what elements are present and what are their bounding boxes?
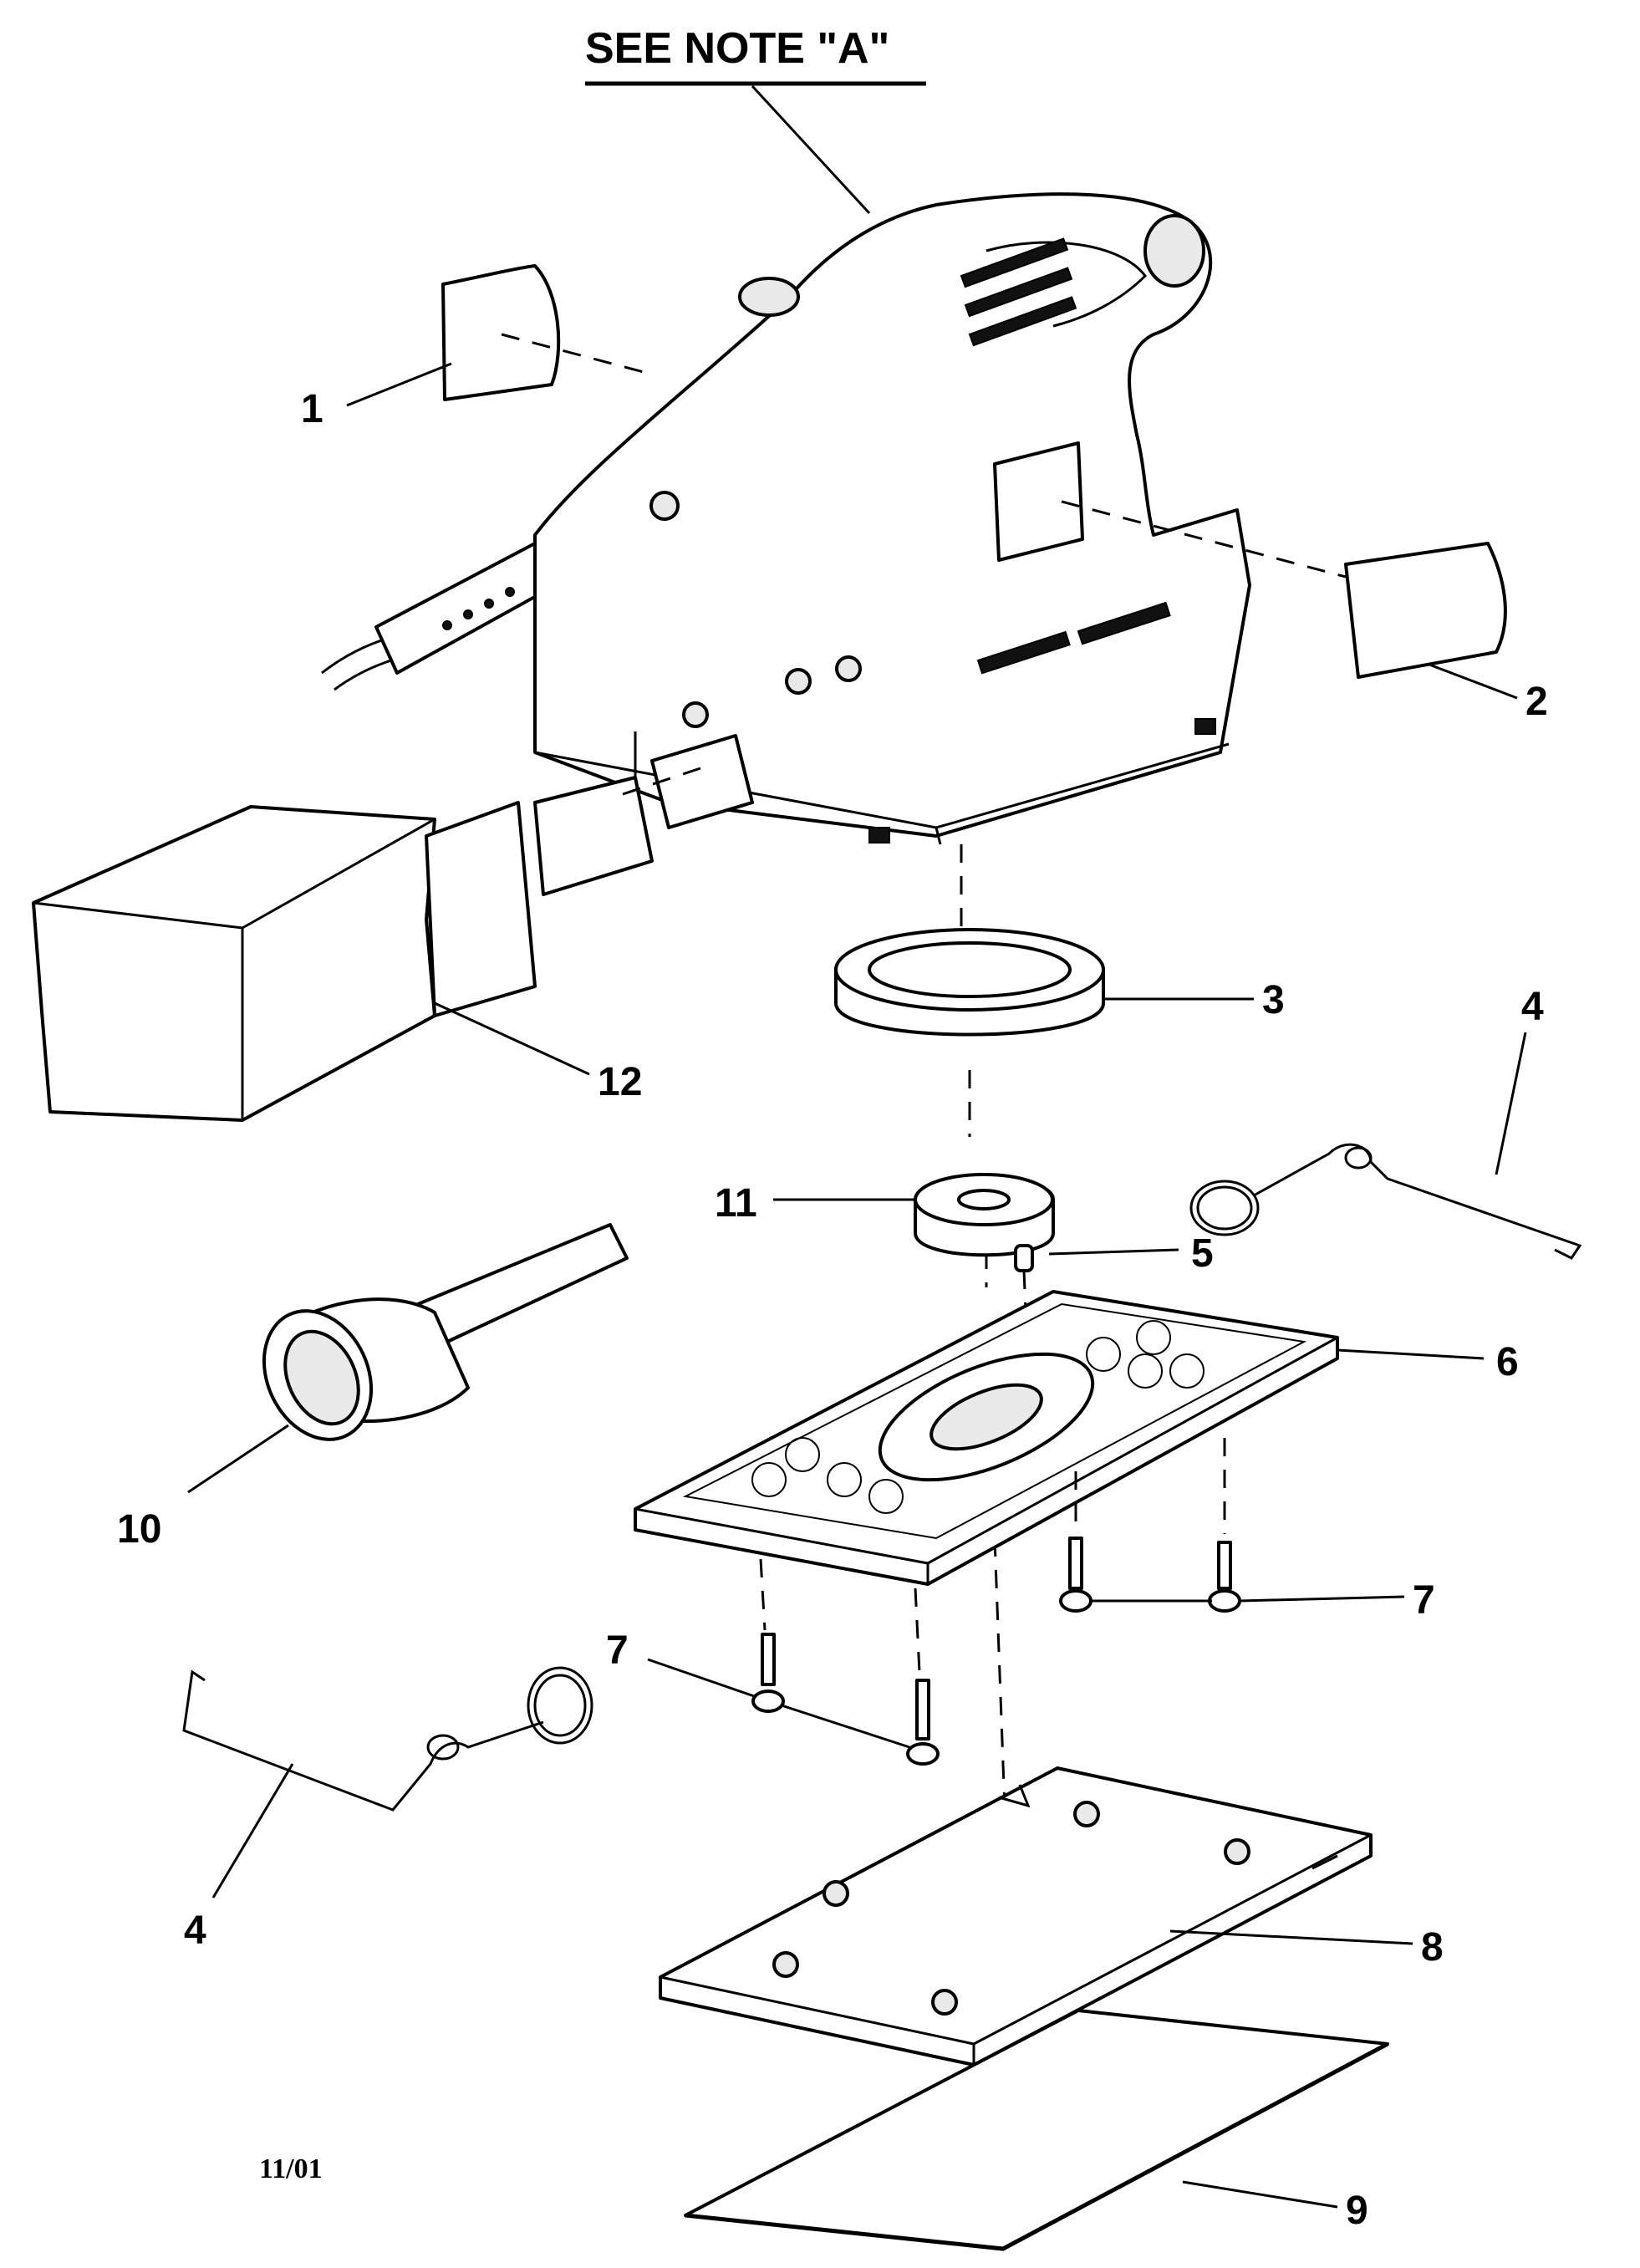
screw-7b	[1208, 1589, 1241, 1613]
part-5-pin: 5	[1014, 1231, 1214, 1372]
callout-7-left: 7	[606, 1628, 629, 1673]
backing-pad	[659, 1766, 1373, 2067]
bag-adapter	[533, 776, 654, 896]
part-4-spring-lower: 4	[182, 1666, 593, 1953]
label-recess-right	[993, 441, 1084, 562]
screw-7a	[1059, 1589, 1092, 1613]
callout-7-right: 7	[1413, 1578, 1435, 1623]
dust-port	[650, 734, 754, 829]
handle-hole	[1143, 214, 1205, 288]
callout-3: 3	[1262, 978, 1285, 1022]
part-7-screws-right: 7	[1059, 1438, 1435, 1623]
part-11-washer: 11	[715, 1173, 1055, 1257]
label-plate-2	[1344, 542, 1507, 679]
callout-1: 1	[301, 387, 323, 431]
callout-11: 11	[715, 1181, 757, 1226]
callout-10: 10	[117, 1507, 161, 1552]
side-vent-2	[1077, 601, 1171, 645]
part-7-screws-left: 7	[606, 1558, 940, 1766]
callout-5: 5	[1191, 1231, 1214, 1276]
screw-7d	[906, 1742, 940, 1766]
date-code: 11/01	[259, 2153, 323, 2184]
callout-9: 9	[1346, 2189, 1368, 2233]
part-8-pad: 8	[659, 1766, 1444, 2067]
part-10-dust-adapter: 10	[117, 1223, 629, 1552]
label-plate-1	[441, 264, 561, 401]
housing-vents	[960, 237, 1077, 347]
callout-8: 8	[1421, 1925, 1444, 1970]
pin	[1014, 1244, 1034, 1272]
see-note-title: SEE NOTE "A"	[585, 24, 926, 215]
screw-7c	[751, 1690, 785, 1713]
part-1-label: 1	[301, 264, 644, 431]
note-title-text: SEE NOTE "A"	[585, 24, 889, 73]
platen-grid	[751, 1320, 1205, 1514]
callout-6: 6	[1496, 1340, 1519, 1384]
part-3-ring: 3	[834, 928, 1285, 1037]
bag-collar	[425, 801, 537, 1017]
part-9-sandpaper: 9	[684, 2009, 1389, 2251]
sander-body	[321, 192, 1251, 845]
sandpaper-sheet	[684, 2009, 1389, 2250]
spring-wire-upper	[1253, 1143, 1582, 1260]
note-leader-line	[751, 84, 871, 215]
part-2-label: 2	[1061, 500, 1548, 724]
sander-housing	[533, 192, 1251, 838]
side-vent-1	[976, 630, 1071, 675]
callout-4-lower: 4	[184, 1909, 206, 1953]
power-switch	[738, 277, 800, 317]
callout-12: 12	[598, 1060, 642, 1104]
spring-wire-lower	[182, 1669, 544, 1812]
part-6-platen: 6	[634, 1290, 1519, 1586]
adapter-tube	[416, 1223, 629, 1343]
cord-strain-relief	[374, 542, 558, 675]
callout-2: 2	[1525, 680, 1548, 724]
callout-4-upper: 4	[1521, 985, 1544, 1029]
part-12-dust-bag: 12	[32, 763, 711, 1122]
part-4-spring-upper: 4	[1189, 985, 1582, 1260]
